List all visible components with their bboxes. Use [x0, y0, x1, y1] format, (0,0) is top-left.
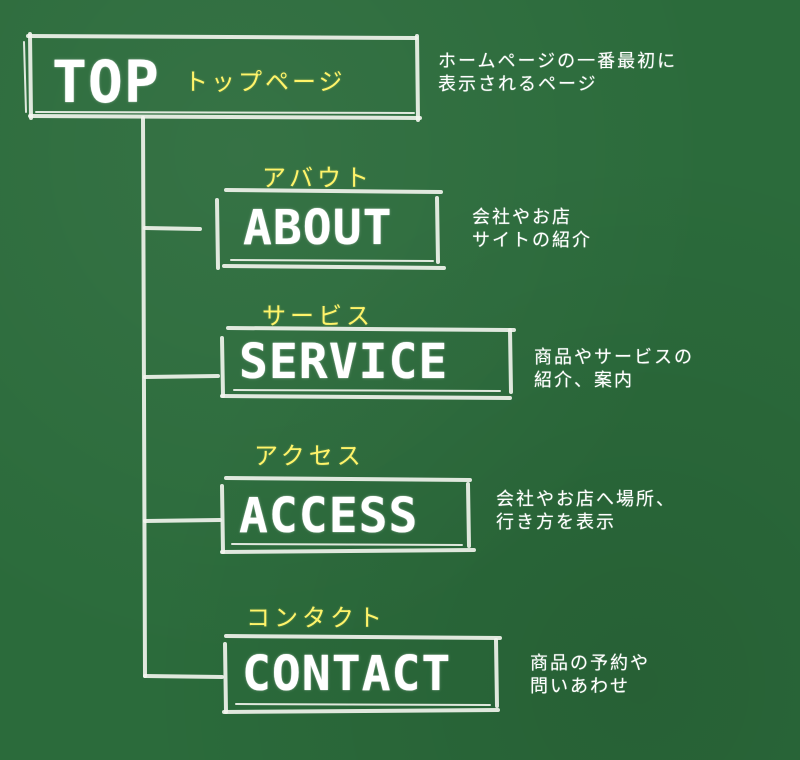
node-service-kana: サービス	[262, 302, 374, 330]
node-access-label: ACCESS	[239, 488, 419, 544]
node-top-description: ホームページの一番最初に 表示されるページ	[438, 50, 677, 96]
node-about-description-line: サイトの紹介	[472, 230, 592, 251]
node-access-description-line: 会社やお店へ場所、	[496, 489, 676, 510]
node-top-kana: トップページ	[184, 68, 346, 96]
node-access-description: 会社やお店へ場所、 行き方を表示	[496, 488, 676, 534]
tree-trunk-line	[141, 116, 147, 678]
about-box-frame	[215, 188, 446, 270]
node-access-description-line: 行き方を表示	[496, 512, 616, 533]
node-contact-kana: コンタクト	[246, 604, 386, 632]
service-box-frame	[220, 326, 516, 400]
branch-about	[143, 226, 202, 231]
node-service-description-line: 商品やサービスの	[534, 347, 694, 368]
branch-service	[143, 374, 220, 379]
contact-box-frame	[222, 634, 502, 714]
node-about-description: 会社やお店 サイトの紹介	[472, 206, 592, 252]
node-service-description: 商品やサービスの 紹介、案内	[534, 346, 694, 392]
node-top-description-line: 表示されるページ	[438, 74, 598, 95]
node-service-description-line: 紹介、案内	[534, 370, 634, 391]
node-contact-label: CONTACT	[242, 646, 452, 702]
node-top-label: TOP	[52, 48, 160, 116]
branch-contact	[143, 674, 224, 679]
node-about-description-line: 会社やお店	[472, 207, 572, 228]
node-service-label: SERVICE	[239, 334, 449, 390]
node-about-kana: アバウト	[262, 164, 374, 192]
node-contact-description-line: 商品の予約や	[530, 653, 650, 674]
access-box-frame	[220, 476, 476, 554]
node-top-description-line: ホームページの一番最初に	[438, 51, 678, 72]
node-contact-description-line: 問いあわせ	[530, 676, 630, 697]
node-about-label: ABOUT	[243, 200, 393, 256]
top-box-frame	[23, 32, 422, 122]
node-access-kana: アクセス	[254, 442, 365, 470]
branch-access	[143, 518, 222, 523]
node-contact-description: 商品の予約や 問いあわせ	[530, 652, 650, 698]
